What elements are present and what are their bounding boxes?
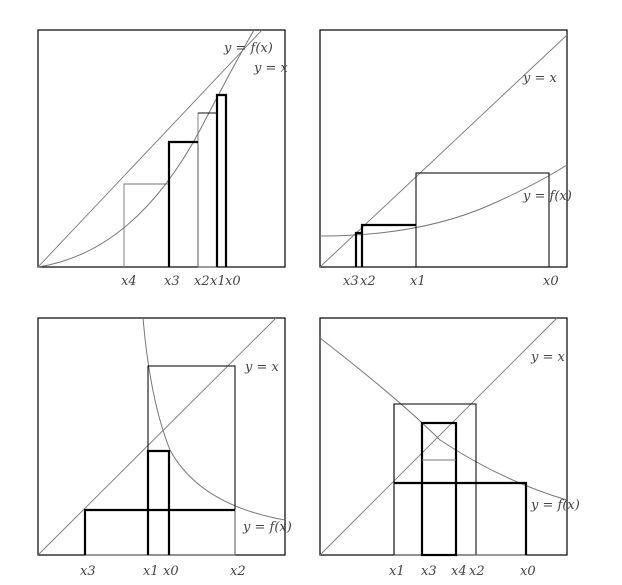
panel-bottom-right: y = x y = f(x) x1 x3 x4 x2 x0 — [319, 317, 580, 579]
function-curve — [37, 29, 255, 268]
tick-label-x1: x1 — [410, 274, 426, 289]
diagonal-line — [37, 29, 263, 268]
tick-label-x4: x4 — [121, 274, 137, 289]
step-x0-bold — [146, 449, 171, 555]
tick-label-x0: x0 — [225, 274, 241, 289]
curve-label: y = f(x) — [242, 520, 292, 535]
step-x2-bold — [354, 231, 362, 267]
tick-label-x1: x1 — [143, 564, 159, 579]
diagonal-line — [319, 317, 558, 556]
step-x1-top — [393, 403, 476, 555]
step-x0-bold — [215, 93, 228, 267]
step-x1-x2 — [147, 365, 236, 556]
diagonal-label: y = x — [253, 61, 289, 76]
tick-label-x2: x2 — [360, 274, 376, 289]
tick-label-x3: x3 — [164, 274, 180, 289]
panel-bottom-left: y = x y = f(x) x3 x1 x0 x2 — [37, 317, 292, 579]
tick-label-x2: x2 — [469, 564, 485, 579]
step-x0-bold — [394, 481, 528, 555]
tick-label-x3: x3 — [80, 564, 96, 579]
step-x3-bold — [167, 140, 198, 267]
step-x3 — [168, 141, 199, 268]
panel-frame — [319, 29, 568, 268]
step-x1-x2 — [393, 403, 477, 556]
panel-top-left: y = f(x) y = x x4 x3 x2 x1 x0 — [37, 29, 289, 289]
curve-label: y = f(x) — [223, 41, 273, 56]
panel-top-right: y = x y = f(x) x3 x2 x1 x0 — [319, 29, 572, 289]
tick-label-x2: x2 — [194, 274, 210, 289]
diagonal-line — [37, 317, 277, 556]
diagonal-label: y = x — [530, 350, 566, 365]
function-curve — [319, 337, 568, 501]
step-x1-bold — [360, 223, 416, 267]
function-curve — [319, 164, 568, 237]
tick-label-x0: x0 — [543, 274, 559, 289]
panel-frame — [37, 29, 286, 268]
tick-label-x1: x1 — [389, 564, 405, 579]
diagonal-label: y = x — [244, 360, 280, 375]
tick-label-x3: x3 — [343, 274, 359, 289]
curve-label: y = f(x) — [522, 189, 572, 204]
tick-label-x4: x4 — [451, 564, 467, 579]
step-x4 — [123, 183, 169, 267]
curve-label: y = f(x) — [530, 498, 580, 513]
tick-label-x2: x2 — [230, 564, 246, 579]
step-x0 — [415, 172, 550, 268]
step-x1-x0 — [393, 482, 527, 556]
step-x3-x4-bold — [420, 421, 458, 557]
tick-label-x0: x0 — [163, 564, 179, 579]
tick-label-x1: x1 — [210, 274, 226, 289]
step-x3-x2 — [84, 509, 236, 556]
tick-label-x3: x3 — [421, 564, 437, 579]
diagonal-label: y = x — [522, 71, 558, 86]
step-x2 — [197, 112, 218, 268]
tick-label-x0: x0 — [520, 564, 536, 579]
function-curve — [142, 317, 286, 521]
step-x3-bold — [83, 508, 235, 555]
panel-frame — [319, 317, 568, 556]
